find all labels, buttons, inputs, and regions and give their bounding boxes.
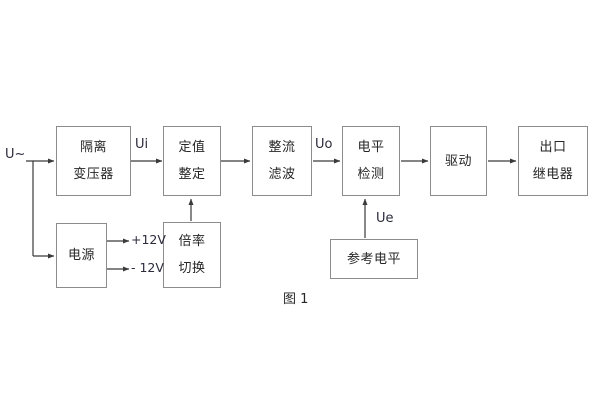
rail-label-negative: - 12V: [131, 260, 164, 275]
block-driver-line1: 驱动: [444, 153, 472, 169]
block-setpoint-adjust-line2: 整定: [178, 167, 206, 182]
block-isolation-transformer-line1: 隔离: [79, 140, 107, 155]
block-setpoint-adjust-line1: 定值: [178, 140, 206, 155]
rail-label-positive: +12V: [131, 232, 166, 247]
block-rectify-filter: 整流 滤波: [252, 126, 312, 196]
block-reference-level-line1: 参考电平: [346, 251, 401, 267]
block-reference-level: 参考电平: [330, 239, 418, 279]
block-rectify-filter-line1: 整流: [268, 140, 296, 155]
block-multiplier-switch-line2: 切换: [178, 261, 206, 276]
block-level-detect-line2: 检测: [357, 167, 385, 182]
block-rectify-filter-line2: 滤波: [268, 167, 296, 182]
block-output-relay: 出口 继电器: [518, 126, 588, 196]
block-output-relay-line2: 继电器: [532, 167, 574, 182]
source-label: U~: [5, 147, 26, 162]
block-power-supply: 电源: [56, 223, 107, 288]
signal-label-ui: Ui: [135, 137, 149, 152]
block-output-relay-line1: 出口: [539, 140, 567, 155]
block-driver: 驱动: [430, 126, 487, 196]
block-level-detect-line1: 电平: [357, 140, 385, 155]
block-isolation-transformer-line2: 变压器: [73, 167, 114, 182]
figure-caption: 图 1: [283, 292, 309, 307]
signal-label-uo: Uo: [315, 137, 333, 152]
wire-source-to-isolation: [26, 160, 34, 256]
signal-label-ue: Ue: [376, 211, 394, 226]
block-level-detect: 电平 检测: [342, 126, 400, 196]
block-power-supply-line1: 电源: [67, 248, 95, 263]
block-isolation-transformer: 隔离 变压器: [56, 126, 131, 196]
block-multiplier-switch-line1: 倍率: [178, 234, 206, 249]
block-multiplier-switch: 倍率 切换: [163, 222, 221, 288]
block-setpoint-adjust: 定值 整定: [163, 126, 221, 196]
